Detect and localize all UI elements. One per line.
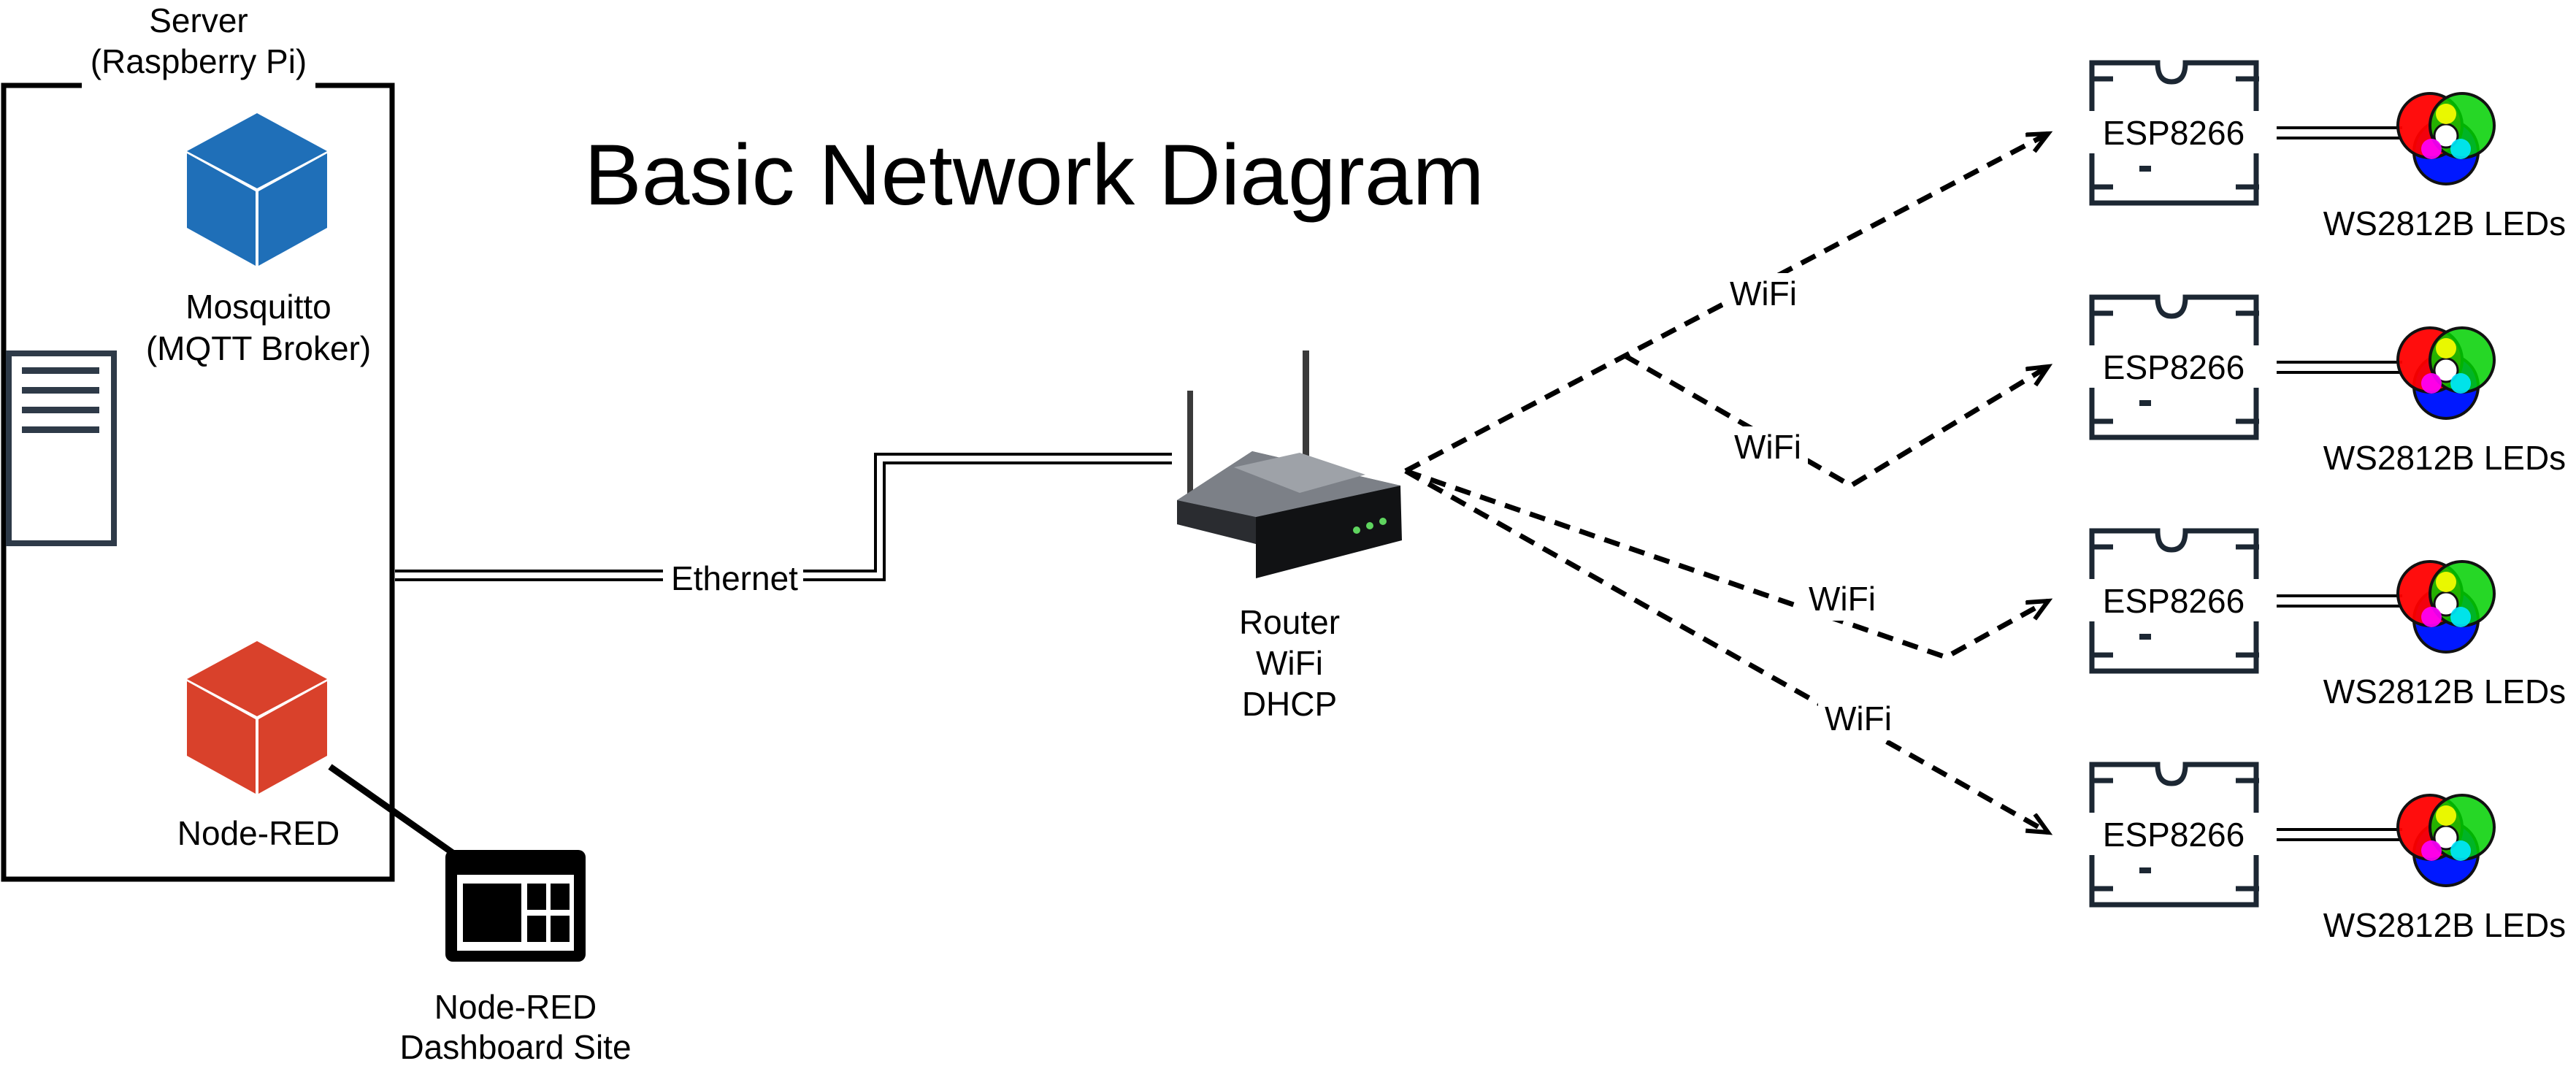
- dashboard-icon: [445, 850, 586, 962]
- router-label: Router: [1239, 603, 1340, 641]
- ethernet-link: [395, 453, 1172, 581]
- esp8266-label: ESP8266: [2103, 816, 2245, 854]
- led-label: WS2812B LEDs: [2323, 439, 2566, 477]
- wifi-link-2: [1623, 353, 2048, 489]
- rgb-led-icon: [2396, 92, 2496, 185]
- wifi-link-3: [1404, 468, 2048, 660]
- esp8266-label: ESP8266: [2103, 348, 2245, 386]
- server-rack-icon: [6, 350, 117, 546]
- wifi-label-4: WiFi: [1825, 700, 1892, 737]
- led-label: WS2812B LEDs: [2323, 673, 2566, 710]
- dashboard-sublabel: Dashboard Site: [399, 1028, 631, 1066]
- router-icon: [1177, 350, 1402, 578]
- rgb-led-icon: [2396, 794, 2496, 887]
- mosquitto-sublabel: (MQTT Broker): [146, 329, 371, 367]
- wifi-label-1: WiFi: [1730, 275, 1797, 313]
- esp8266-chip-icon: [2089, 762, 2259, 908]
- nodered-label: Node-RED: [177, 814, 340, 852]
- rgb-led-icon: [2396, 326, 2496, 420]
- server-sublabel: (Raspberry Pi): [91, 42, 307, 80]
- ethernet-label: Ethernet: [671, 559, 798, 597]
- server-label: Server: [149, 1, 248, 39]
- wifi-label-3: WiFi: [1809, 580, 1876, 618]
- esp8266-chip-icon: [2089, 528, 2259, 674]
- nodered-cube-icon: [187, 641, 327, 794]
- diagram-title: Basic Network Diagram: [584, 127, 1484, 223]
- led-label: WS2812B LEDs: [2323, 906, 2566, 944]
- router-sublabel-dhcp: DHCP: [1242, 685, 1337, 723]
- led-label: WS2812B LEDs: [2323, 204, 2566, 242]
- esp8266-label: ESP8266: [2103, 582, 2245, 620]
- mosquitto-cube-icon: [187, 113, 327, 266]
- dashboard-connector: [328, 764, 455, 856]
- router-sublabel-wifi: WiFi: [1256, 644, 1323, 682]
- esp8266-chip-icon: [2089, 294, 2259, 440]
- rgb-led-icon: [2396, 560, 2496, 654]
- esp8266-chip-icon: [2089, 60, 2259, 206]
- wifi-link-4: [1404, 468, 2048, 832]
- dashboard-label: Node-RED: [434, 988, 597, 1026]
- wifi-label-2: WiFi: [1734, 428, 1801, 466]
- wifi-link-1: [1404, 134, 2048, 474]
- mosquitto-label: Mosquitto: [185, 288, 331, 326]
- esp8266-label: ESP8266: [2103, 114, 2245, 152]
